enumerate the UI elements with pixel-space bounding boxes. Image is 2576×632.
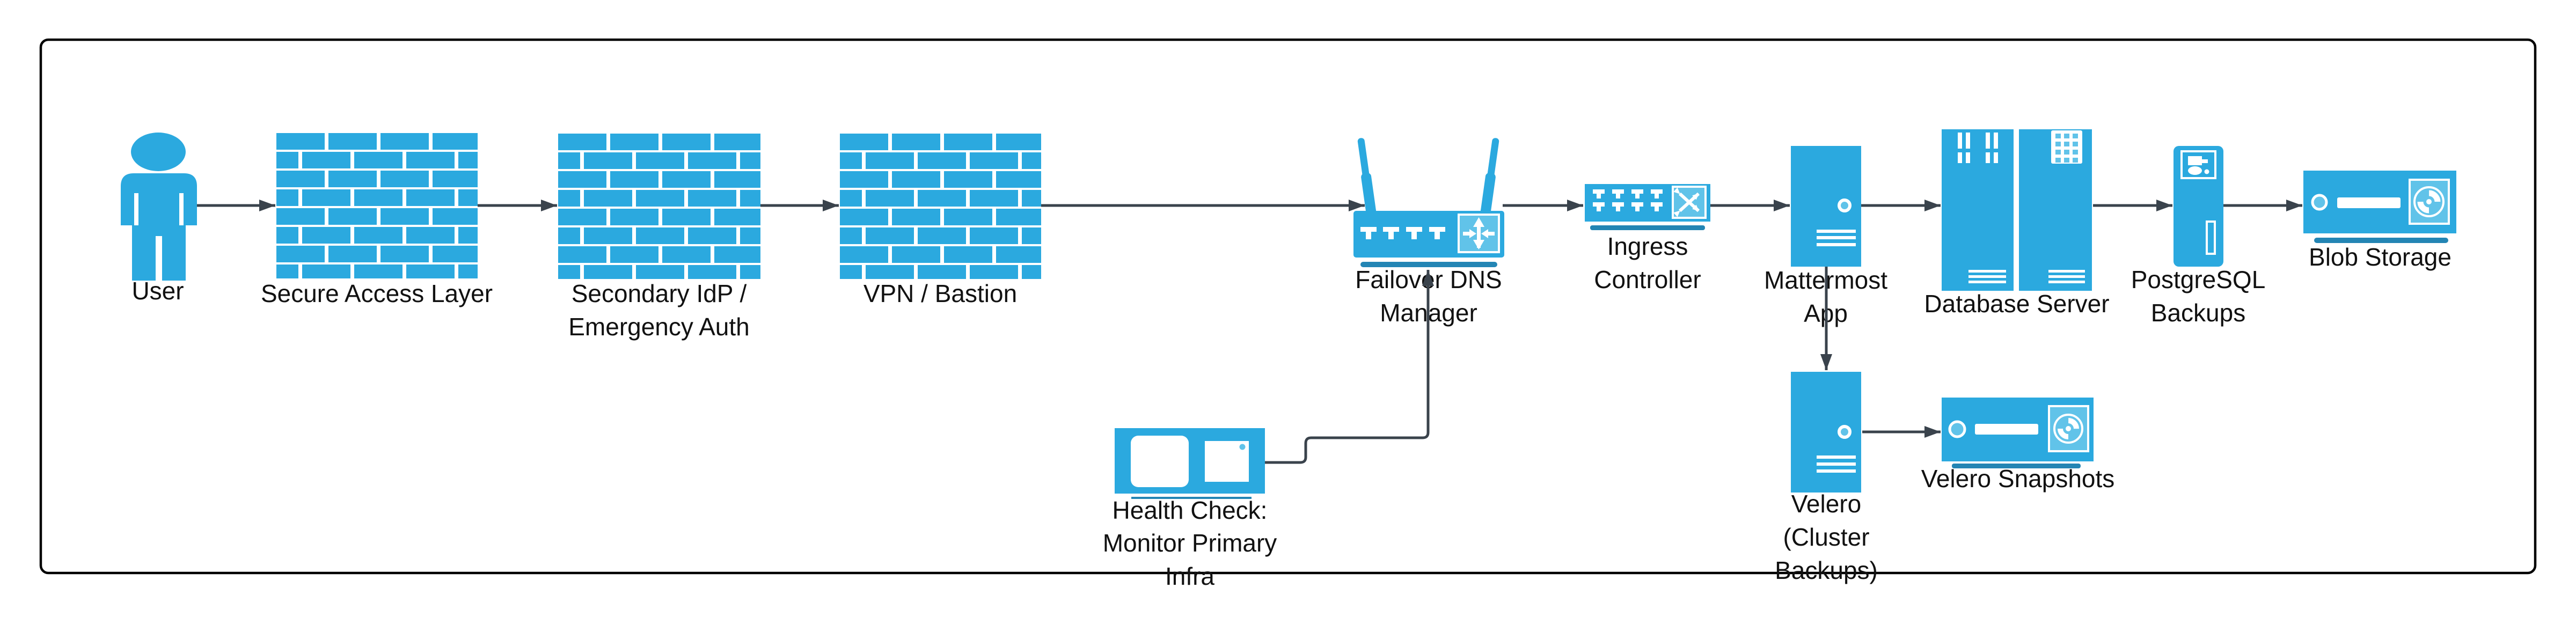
icon-shadow	[1590, 225, 1705, 230]
label-health-2: Monitor Primary	[1103, 529, 1277, 557]
label-secondary-idp-1: Secondary IdP /	[572, 280, 747, 307]
node-labels: User Secure Access Layer Secondary IdP /…	[131, 232, 2451, 590]
label-vpn-bastion: VPN / Bastion	[863, 280, 1017, 307]
server-tower-icon	[1791, 146, 1861, 267]
firewall-icon	[840, 134, 1041, 279]
label-velero-2: (Cluster	[1783, 523, 1869, 551]
label-ingress-1: Ingress	[1607, 232, 1688, 260]
label-postgresql-1: PostgreSQL	[2131, 266, 2266, 293]
firewall-icon	[276, 133, 478, 278]
rack-grid	[2055, 134, 2078, 163]
wireless-router-icon	[1353, 138, 1504, 267]
icon-shadow	[2314, 238, 2448, 243]
monitor-icon	[1115, 428, 1265, 499]
label-secure-access: Secure Access Layer	[261, 280, 493, 307]
label-database: Database Server	[1924, 290, 2109, 318]
label-snapshots: Velero Snapshots	[1921, 465, 2115, 493]
label-postgresql-2: Backups	[2151, 299, 2245, 327]
edges	[197, 200, 2302, 464]
tape-drive-icon	[1942, 398, 2094, 468]
label-secondary-idp-2: Emergency Auth	[568, 313, 750, 341]
icon-shadow	[1952, 464, 2081, 468]
firewall-icon	[558, 134, 760, 279]
server-rack-icon	[1942, 129, 2092, 291]
person-icon	[121, 133, 197, 281]
tape-drive-icon	[2303, 171, 2456, 243]
icon-shadow	[1360, 262, 1497, 267]
network-switch-icon	[1585, 184, 1710, 230]
label-user: User	[131, 277, 184, 305]
router-ports	[1360, 227, 1445, 239]
label-velero-3: Backups)	[1775, 556, 1878, 584]
edge-healthcheck-dns	[1265, 270, 1434, 464]
backup-server-icon	[2174, 146, 2223, 267]
switch-ports	[1593, 189, 1663, 211]
label-health-3: Infra	[1165, 562, 1214, 590]
label-health-1: Health Check:	[1113, 496, 1268, 524]
label-velero-1: Velero	[1791, 490, 1861, 518]
label-blob: Blob Storage	[2309, 243, 2451, 271]
icon-shadow	[1131, 497, 1252, 499]
label-ingress-2: Controller	[1594, 266, 1701, 293]
server-tower-icon	[1791, 372, 1861, 493]
diagram-border	[39, 38, 2537, 575]
